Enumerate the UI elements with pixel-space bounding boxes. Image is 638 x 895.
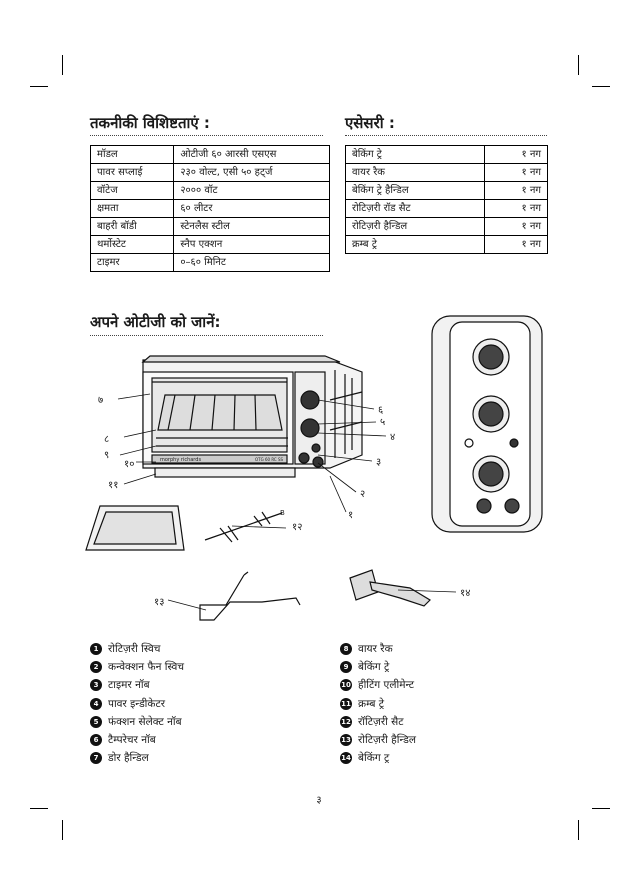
spec-label: टाइमर [89, 253, 175, 272]
callout-number: १३ [154, 597, 164, 608]
callout-number: १२ [292, 522, 302, 533]
accessories-rule [345, 135, 547, 136]
accessory-row: क्रम्ब ट्रे१ नग [345, 235, 549, 254]
legend-number: 7 [90, 752, 102, 765]
page-number: ३ [316, 795, 322, 806]
legend-number: 1 [90, 643, 102, 656]
legend-left: 1 रोटिज़री स्विच 2 कन्वेक्शन फैन स्विच 3 टाइम… [90, 640, 184, 767]
legend-label: रॉटिज़री सैट [358, 715, 404, 728]
legend-number: 3 [90, 679, 102, 692]
spec-row: बाहरी बॉडीस्टेनलैस स्टील [89, 217, 330, 236]
crop-mark [578, 55, 579, 75]
legend-label: कन्वेक्शन फैन स्विच [108, 661, 185, 674]
model-label: OTG 60 RC SS [255, 457, 284, 462]
legend-item: 13 रोटिज़री हैन्डिल [340, 731, 416, 749]
rotisserie-handle-illustration [349, 569, 431, 607]
legend-item: 3 टाइमर नॉब [90, 676, 184, 694]
legend-number: 13 [340, 734, 352, 747]
legend-label: हीटिंग एलीमेन्ट [358, 679, 415, 692]
callout-number: २ [360, 489, 365, 500]
control-panel [431, 315, 543, 533]
legend-label: वायर रैक [358, 643, 393, 655]
callout-number: ८ [104, 434, 109, 445]
rod-letter: B [280, 509, 285, 517]
legend-item: 8 वायर रैक [340, 640, 416, 658]
know-rule [90, 335, 323, 336]
crop-mark [30, 86, 48, 87]
accessory-row: बेकिंग ट्रे१ नग [345, 145, 549, 164]
legend-item: 9 बेकिंग ट्रे [340, 658, 416, 676]
callout-number: ४ [390, 432, 395, 443]
crop-mark [62, 820, 63, 840]
callout-number: ७ [98, 395, 103, 406]
legend-number: 12 [340, 715, 352, 728]
legend-item: 6 टैम्परेचर नॉब [90, 731, 184, 749]
legend-item: 14 बेकिंग ट्र [340, 749, 416, 767]
legend-number: 11 [340, 697, 352, 710]
legend-number: 10 [340, 679, 352, 692]
crop-mark [592, 808, 610, 809]
callout-number: १ [348, 510, 353, 521]
legend-number: 4 [90, 697, 102, 710]
callout-number: १४ [460, 588, 470, 599]
legend-label: रोटिज़री हैन्डिल [358, 733, 416, 746]
specs-rule [90, 135, 323, 136]
baking-tray-illustration [85, 505, 185, 551]
legend-item: 11 क्रम्ब ट्रे [340, 695, 416, 713]
spec-value: ०–६० मिनिट [173, 253, 330, 272]
legend-item: 10 हीटिंग एलीमेन्ट [340, 676, 416, 694]
legend-item: 12 रॉटिज़री सैट [340, 713, 416, 731]
legend-label: फंक्शन सेलेक्ट नॉब [108, 715, 182, 728]
accessories-heading: एसेसरी : [345, 114, 395, 132]
legend-number: 2 [90, 661, 102, 674]
crop-mark [578, 820, 579, 840]
legend-label: रोटिज़री स्विच [108, 643, 161, 655]
callout-number: ९ [104, 450, 109, 461]
legend-number: 5 [90, 715, 102, 728]
callout-number: ११ [108, 480, 118, 491]
callout-number: ३ [376, 457, 381, 468]
legend-item: 7 डोर हैन्डिल [90, 749, 184, 767]
crop-mark [30, 808, 48, 809]
know-heading: अपने ओटीजी को जानें: [90, 313, 221, 331]
brand-logo: morphy richards [160, 457, 201, 463]
legend-right: 8 वायर रैक 9 बेकिंग ट्रे 10 हीटिंग एलीमेन्ट 11… [340, 640, 416, 767]
legend-number: 8 [340, 643, 352, 656]
accessory-value: १ नग [483, 199, 549, 218]
legend-number: 14 [340, 752, 352, 765]
tray-handle-illustration [199, 571, 301, 621]
legend-label: बेकिंग ट्रे [358, 661, 390, 674]
oven-illustration [141, 355, 363, 478]
legend-label: क्रम्ब ट्रे [358, 697, 385, 710]
legend-label: बेकिंग ट्र [358, 752, 390, 765]
crop-mark [592, 86, 610, 87]
crop-mark [62, 55, 63, 75]
legend-item: 4 पावर इन्डीकेटर [90, 695, 184, 713]
callout-number: ६ [378, 405, 383, 416]
callout-number: ५ [380, 417, 385, 428]
specs-heading: तकनीकी विशिष्टताएं : [90, 114, 210, 132]
callout-number: १० [124, 459, 134, 470]
legend-item: 2 कन्वेक्शन फैन स्विच [90, 658, 184, 676]
rotisserie-rod-illustration [204, 511, 283, 543]
legend-label: पावर इन्डीकेटर [108, 697, 166, 710]
legend-label: टैम्परेचर नॉब [108, 733, 156, 746]
legend-label: टाइमर नॉब [108, 679, 150, 692]
legend-number: 6 [90, 734, 102, 747]
accessory-value: १ नग [483, 235, 549, 254]
legend-label: डोर हैन्डिल [108, 752, 149, 765]
legend-item: 1 रोटिज़री स्विच [90, 640, 184, 658]
legend-item: 5 फंक्शन सेलेक्ट नॉब [90, 713, 184, 731]
legend-number: 9 [340, 661, 352, 674]
